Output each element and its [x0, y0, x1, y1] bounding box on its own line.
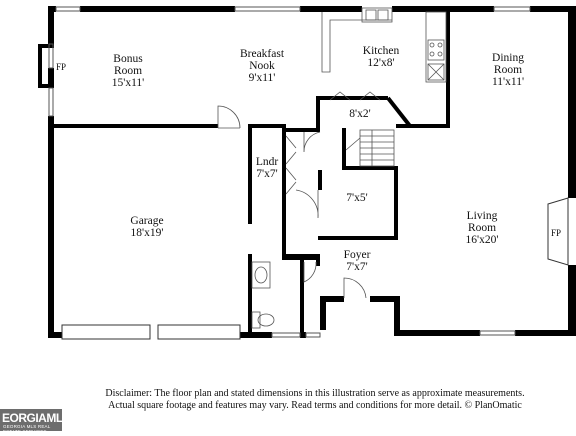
- room-name: Foyer: [343, 249, 371, 261]
- room-dimensions: 15'x11': [111, 77, 145, 89]
- room-dimensions: 7'x7': [346, 261, 368, 273]
- room-name: Room: [467, 222, 497, 234]
- room-name: Dining: [492, 52, 524, 64]
- fireplace-label-right: FP: [551, 228, 562, 238]
- bonus-room-label: Bonus Room 15'x11': [112, 53, 144, 89]
- bath-fixtures: [251, 261, 275, 329]
- room-name: Room: [493, 64, 523, 76]
- dining-room-label: Dining Room 11'x11': [492, 52, 524, 88]
- room-dimensions: 8'x2': [349, 108, 371, 120]
- kitchen-label: Kitchen 12'x8': [363, 45, 399, 69]
- living-fireplace: [547, 197, 569, 266]
- pantry-label: 8'x2': [349, 108, 370, 120]
- logo-text: EORGIAMLS: [2, 411, 71, 425]
- room-dimensions: 7'x5': [346, 192, 368, 204]
- room-dimensions: 16'x20': [465, 234, 499, 246]
- room-dimensions: 9'x11': [248, 72, 276, 84]
- logo-subtext: GEORGIA MLS REAL ESTATE SERVICES: [3, 424, 51, 434]
- room-name: Garage: [130, 215, 164, 227]
- disclaimer-line: Actual square footage and features may v…: [108, 400, 522, 411]
- door-swings: [217, 91, 381, 299]
- room-name: Nook: [249, 60, 275, 72]
- fireplace-label-left: FP: [56, 62, 67, 72]
- walls: [38, 6, 576, 338]
- room-name: Living: [466, 210, 498, 222]
- breakfast-nook-label: Breakfast Nook 9'x11': [240, 48, 284, 84]
- garage-label: Garage 18'x19': [130, 215, 163, 239]
- stairs: [345, 129, 395, 167]
- living-room-label: Living Room 16'x20': [466, 210, 499, 246]
- kitchen-fixtures: [321, 7, 447, 83]
- closet-label: 7'x5': [346, 192, 367, 204]
- room-name: Lndr: [255, 156, 279, 168]
- georgia-mls-logo: EORGIAMLS GEORGIA MLS REAL ESTATE SERVIC…: [0, 409, 71, 434]
- room-dimensions: 18'x19': [130, 227, 164, 239]
- windows: [48, 6, 531, 338]
- disclaimer-line: Disclaimer: The floor plan and stated di…: [105, 388, 525, 399]
- room-name: Bonus: [113, 53, 143, 65]
- foyer-label: Foyer 7'x7': [344, 249, 371, 273]
- room-dimensions: 11'x11': [491, 76, 525, 88]
- room-name: Room: [113, 65, 143, 77]
- garage-doors: [61, 324, 241, 340]
- room-name: Breakfast: [239, 48, 285, 60]
- room-dimensions: 7'x7': [256, 168, 278, 180]
- room-dimensions: 12'x8': [367, 57, 395, 69]
- disclaimer: Disclaimer: The floor plan and stated di…: [60, 388, 570, 412]
- room-name: Kitchen: [362, 45, 400, 57]
- laundry-label: Lndr 7'x7': [256, 156, 278, 180]
